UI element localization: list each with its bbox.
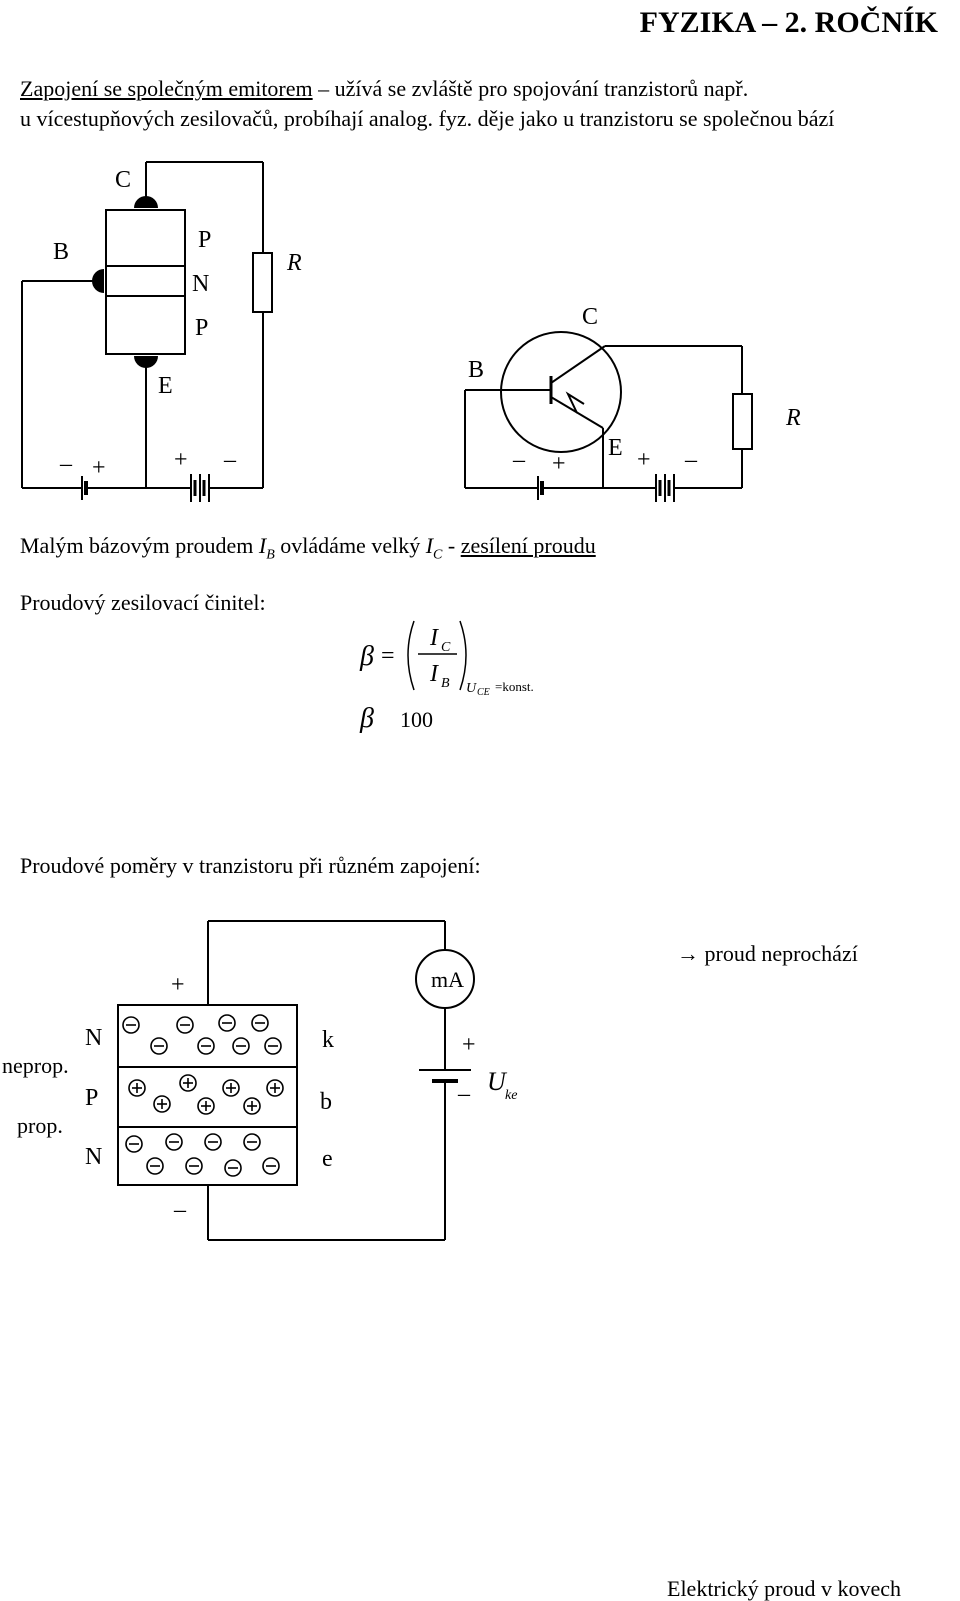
condition-rest: =konst. — [495, 679, 534, 694]
ic-subscript: C — [433, 547, 443, 563]
d2-sign-minus-1: – — [512, 447, 526, 473]
d2-label-c: C — [582, 304, 598, 330]
gain-label: Proudový zesilovací činitel: — [20, 590, 266, 615]
d1-sign-minus-2: – — [223, 447, 237, 473]
beta-symbol: β — [359, 641, 374, 672]
minus-carriers-bottom — [125, 1133, 280, 1177]
numerator-sub: C — [441, 640, 451, 655]
footer-title: Elektrický proud v kovech — [667, 1576, 901, 1601]
current-text-part-1: Malým bázovým proudem — [20, 533, 259, 558]
d1-label-e: E — [158, 373, 173, 399]
voltage-u: U — [487, 1067, 508, 1096]
intro-line-1-rest: – užívá se zvláště pro spojování tranzis… — [312, 76, 749, 101]
d2-label-e: E — [608, 435, 623, 461]
d1-label-p1: P — [198, 227, 211, 253]
diagram-3-wiring — [117, 920, 475, 1241]
intro-line-1: Zapojení se společným emitorem – užívá s… — [20, 78, 748, 100]
current-amplification: zesílení proudu — [460, 533, 596, 558]
denominator-i: I — [429, 661, 439, 687]
current-text-part-3: - — [442, 533, 461, 558]
battery-minus: – — [457, 1081, 471, 1107]
sign-plus-top: + — [171, 972, 185, 998]
ib-symbol: I — [258, 533, 267, 558]
diagram-1-contacts — [92, 196, 158, 368]
diagram-1-wiring — [21, 161, 273, 502]
denominator-sub: B — [441, 676, 450, 691]
d1-sign-minus-1: – — [59, 451, 73, 477]
d1-label-c: C — [115, 167, 131, 193]
intro-term: Zapojení se společným emitorem — [20, 76, 313, 101]
beta-symbol-2: β — [359, 703, 374, 734]
label-prop: prop. — [17, 1113, 63, 1138]
sign-minus-bottom: – — [173, 1197, 187, 1223]
layer-p: P — [85, 1085, 98, 1111]
layer-n-bottom: N — [85, 1144, 102, 1170]
d2-sign-plus-1: + — [552, 451, 566, 477]
equals-sign: = — [381, 643, 395, 669]
plus-carriers — [128, 1074, 284, 1115]
d2-sign-plus-2: + — [637, 447, 651, 473]
d1-label-b: B — [53, 239, 69, 265]
label-e: e — [322, 1146, 333, 1172]
d2-sign-minus-2: – — [684, 447, 698, 473]
d1-label-r: R — [286, 250, 302, 276]
note-no-current: → proud neprochází — [677, 941, 858, 966]
formula-parentheses — [407, 620, 467, 691]
d1-label-p2: P — [195, 315, 208, 341]
condition-u: U — [466, 681, 477, 696]
minus-carriers-top — [122, 1014, 282, 1055]
current-control-text: Malým bázovým proudem IB ovládáme velký … — [20, 535, 596, 562]
layer-n-top: N — [85, 1025, 102, 1051]
current-text-part-2: ovládáme velký — [274, 533, 426, 558]
page-title: FYZIKA – 2. ROČNÍK — [639, 6, 938, 39]
condition-sub: CE — [477, 687, 490, 698]
d1-sign-plus-2: + — [174, 447, 188, 473]
diagram-2-wiring — [464, 331, 753, 502]
beta-value: 100 — [400, 707, 433, 732]
emitter-arrow-icon — [565, 391, 585, 414]
d1-label-n: N — [192, 271, 209, 297]
label-neprop: neprop. — [2, 1053, 69, 1078]
label-k: k — [322, 1027, 334, 1053]
numerator-i: I — [429, 625, 439, 651]
intro-line-2: u vícestupňových zesilovačů, probíhají a… — [20, 106, 835, 131]
voltage-sub: ke — [505, 1088, 517, 1103]
ib-subscript: B — [266, 547, 275, 563]
d2-label-r: R — [785, 405, 801, 431]
carriers — [122, 1014, 284, 1177]
meter-label: mA — [431, 967, 464, 992]
d2-label-b: B — [468, 357, 484, 383]
ic-symbol: I — [425, 533, 434, 558]
battery-plus: + — [462, 1032, 476, 1058]
ratios-heading: Proudové poměry v tranzistoru při různém… — [20, 853, 481, 878]
label-b: b — [320, 1089, 332, 1115]
d1-sign-plus-1: + — [92, 455, 106, 481]
